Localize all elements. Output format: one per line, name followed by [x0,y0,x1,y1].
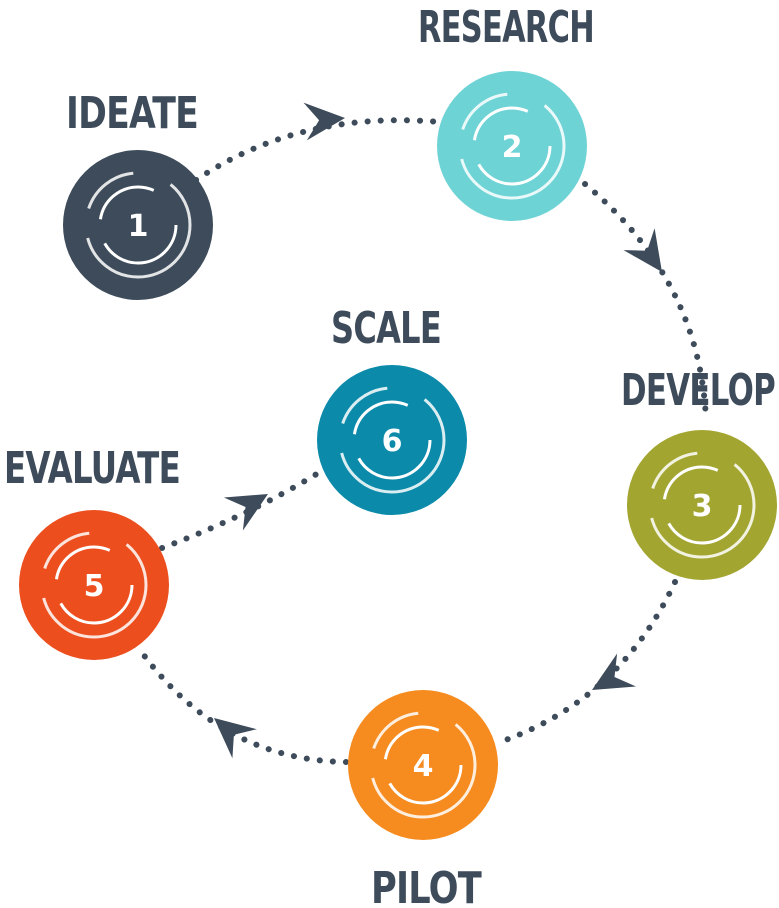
step-number: 3 [692,489,713,524]
arrow-ideate-research [303,102,345,141]
connector-develop-pilot [497,579,678,745]
step-number: 6 [382,424,403,459]
ring-icon [648,451,756,559]
step-label: RESEARCH [418,2,594,53]
ring-icon [84,171,192,279]
step-node-evaluate: 5 EVALUATE [4,443,181,660]
ring-icon [662,465,742,545]
ring-icon [383,725,463,805]
arrowheads [214,102,662,759]
connector-research-develop [582,181,709,423]
arrow-develop-pilot [592,653,637,690]
step-label: EVALUATE [4,443,180,494]
ring-icon [369,711,477,819]
step-label: DEVELOP [621,365,775,416]
arrow-evaluate-scale [223,494,268,531]
step-node-ideate: 1 IDEATE [63,88,213,300]
step-number: 5 [84,569,105,604]
ring-icon [338,386,446,494]
connector-pilot-evaluate [137,647,349,765]
step-number: 4 [413,749,434,784]
connector-evaluate-scale [159,469,323,551]
step-label: IDEATE [66,88,198,139]
step-nodes: 1 IDEATE 2 RESEARCH 3 DEVELOP [4,2,777,908]
ring-icon [54,545,134,625]
step-label: PILOT [371,863,482,908]
ring-icon [98,185,178,265]
step-number: 2 [502,130,523,165]
step-node-develop: 3 DEVELOP [621,365,777,580]
ring-icon [40,531,148,639]
ring-icon [472,106,552,186]
ring-icon [458,92,566,200]
connector-ideate-research [193,117,443,183]
ring-icon [352,400,432,480]
step-node-research: 2 RESEARCH [418,2,595,221]
step-node-scale: 6 SCALE [317,303,467,515]
step-label: SCALE [331,303,441,354]
arrow-research-develop [623,228,662,272]
step-number: 1 [128,209,149,244]
arrow-pilot-evaluate [214,718,257,759]
step-node-pilot: 4 PILOT [348,690,498,908]
